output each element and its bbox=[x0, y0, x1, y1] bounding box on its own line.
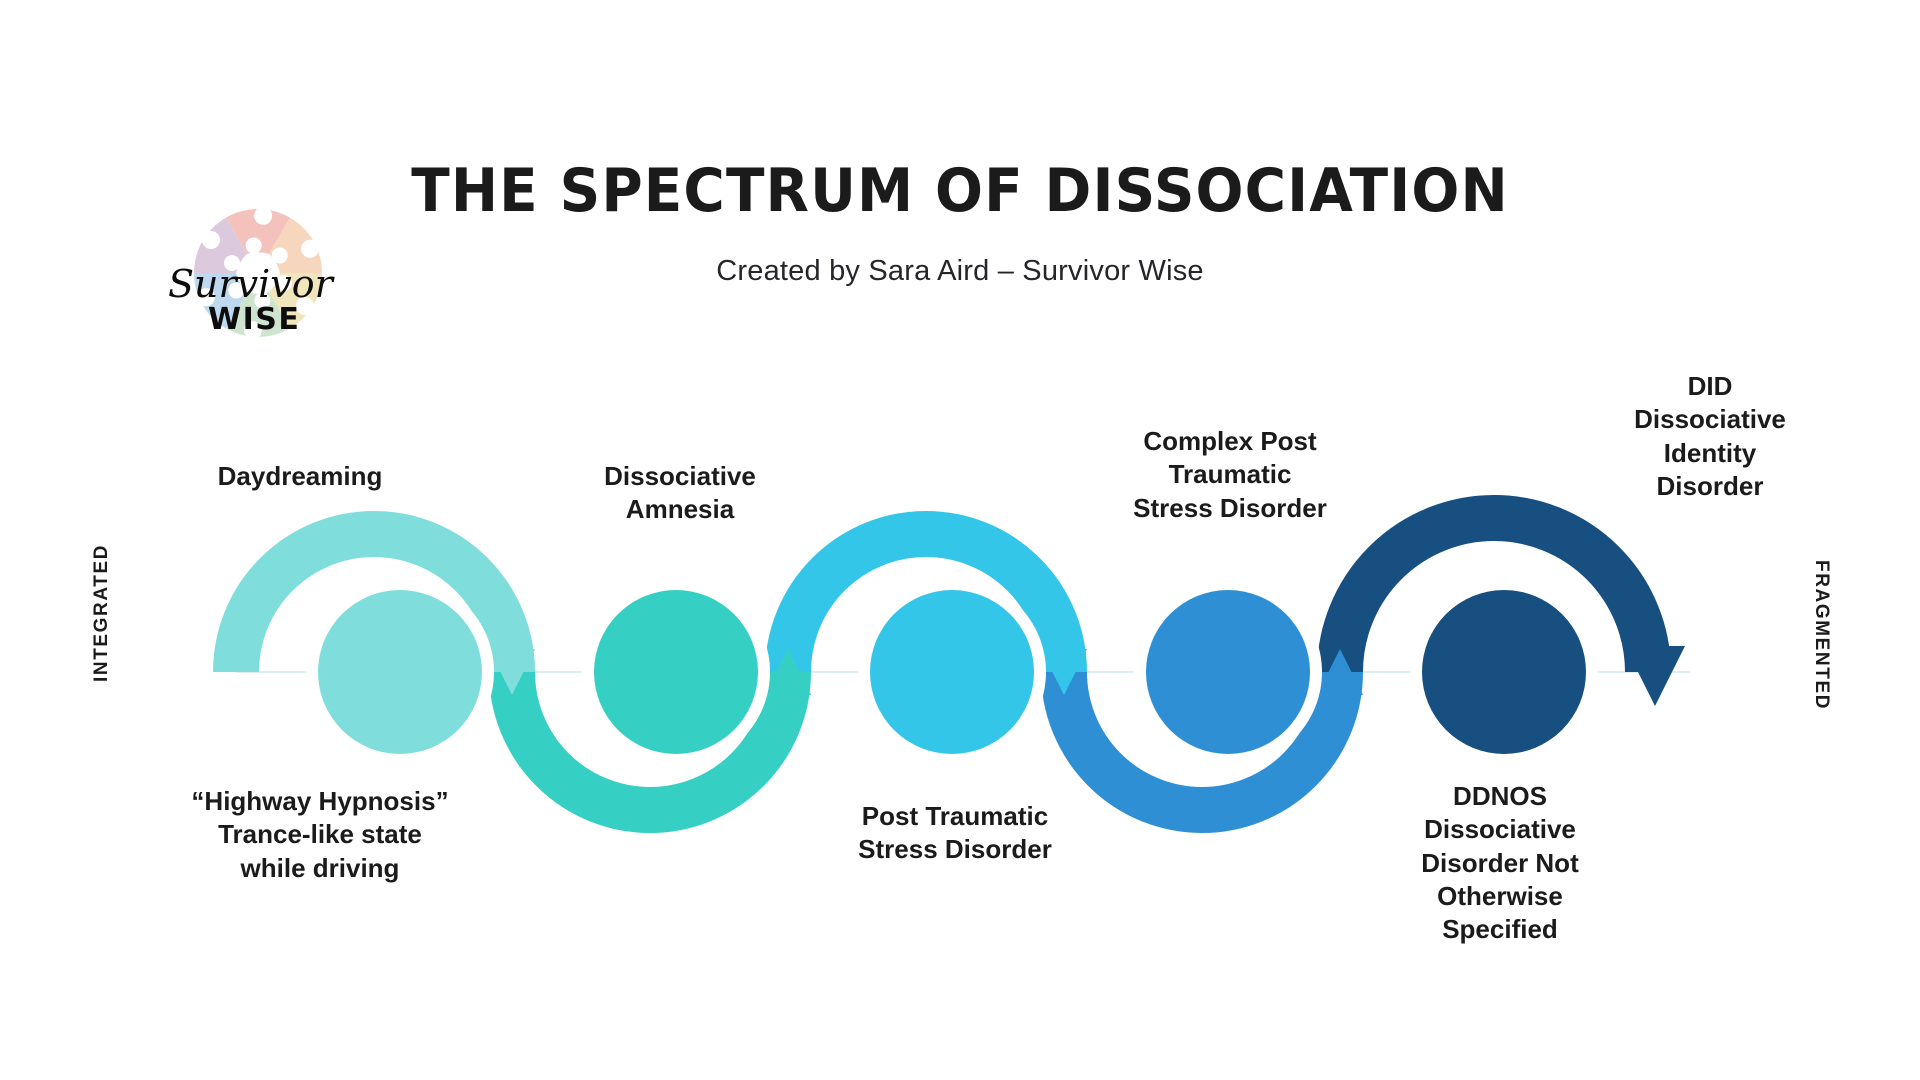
logo-script-text: Survivor bbox=[168, 262, 336, 306]
wave-band-group bbox=[213, 495, 1671, 833]
stage-1-caption: “Highway Hypnosis” Trance-like state whi… bbox=[191, 786, 449, 883]
stage-1-label: Daydreaming bbox=[217, 461, 383, 491]
stage-circle-3[interactable] bbox=[870, 590, 1034, 754]
page-title: THE SPECTRUM OF DISSOCIATION bbox=[411, 156, 1509, 226]
logo-word-text: WISE bbox=[208, 302, 300, 337]
stage-5-caption: DDNOS Dissociative Disorder Not Otherwis… bbox=[1421, 781, 1579, 945]
survivor-wise-logo: Survivor WISE bbox=[150, 205, 365, 345]
stage-3-caption: Post Traumatic Stress Disorder bbox=[858, 801, 1052, 865]
arrow-down-1 bbox=[489, 649, 535, 695]
page-subtitle: Created by Sara Aird – Survivor Wise bbox=[716, 255, 1204, 287]
arrow-down-3 bbox=[1041, 649, 1087, 695]
stage-circle-5[interactable] bbox=[1422, 590, 1586, 754]
arrow-up-2 bbox=[765, 649, 811, 695]
arrow-terminal-navy bbox=[1625, 646, 1685, 706]
stage-2-label: Dissociative Amnesia bbox=[604, 461, 756, 525]
wave-segment-5 bbox=[1317, 495, 1671, 673]
stage-5-label: DID Dissociative Identity Disorder bbox=[1634, 371, 1786, 501]
wave-segment-4 bbox=[1041, 671, 1363, 833]
wave-arrowheads bbox=[489, 646, 1685, 706]
stage-circle-2[interactable] bbox=[594, 590, 758, 754]
stage-circle-4[interactable] bbox=[1146, 590, 1310, 754]
arrow-up-4 bbox=[1317, 649, 1363, 695]
wave-segment-1 bbox=[213, 511, 535, 673]
stage-circles bbox=[318, 590, 1586, 754]
stage-4-label: Complex Post Traumatic Stress Disorder bbox=[1133, 426, 1327, 523]
puzzle-wheel-icon bbox=[194, 206, 322, 340]
wave-segment-2 bbox=[489, 671, 811, 833]
stage-circle-1[interactable] bbox=[318, 590, 482, 754]
wave-segment-3 bbox=[765, 511, 1087, 673]
